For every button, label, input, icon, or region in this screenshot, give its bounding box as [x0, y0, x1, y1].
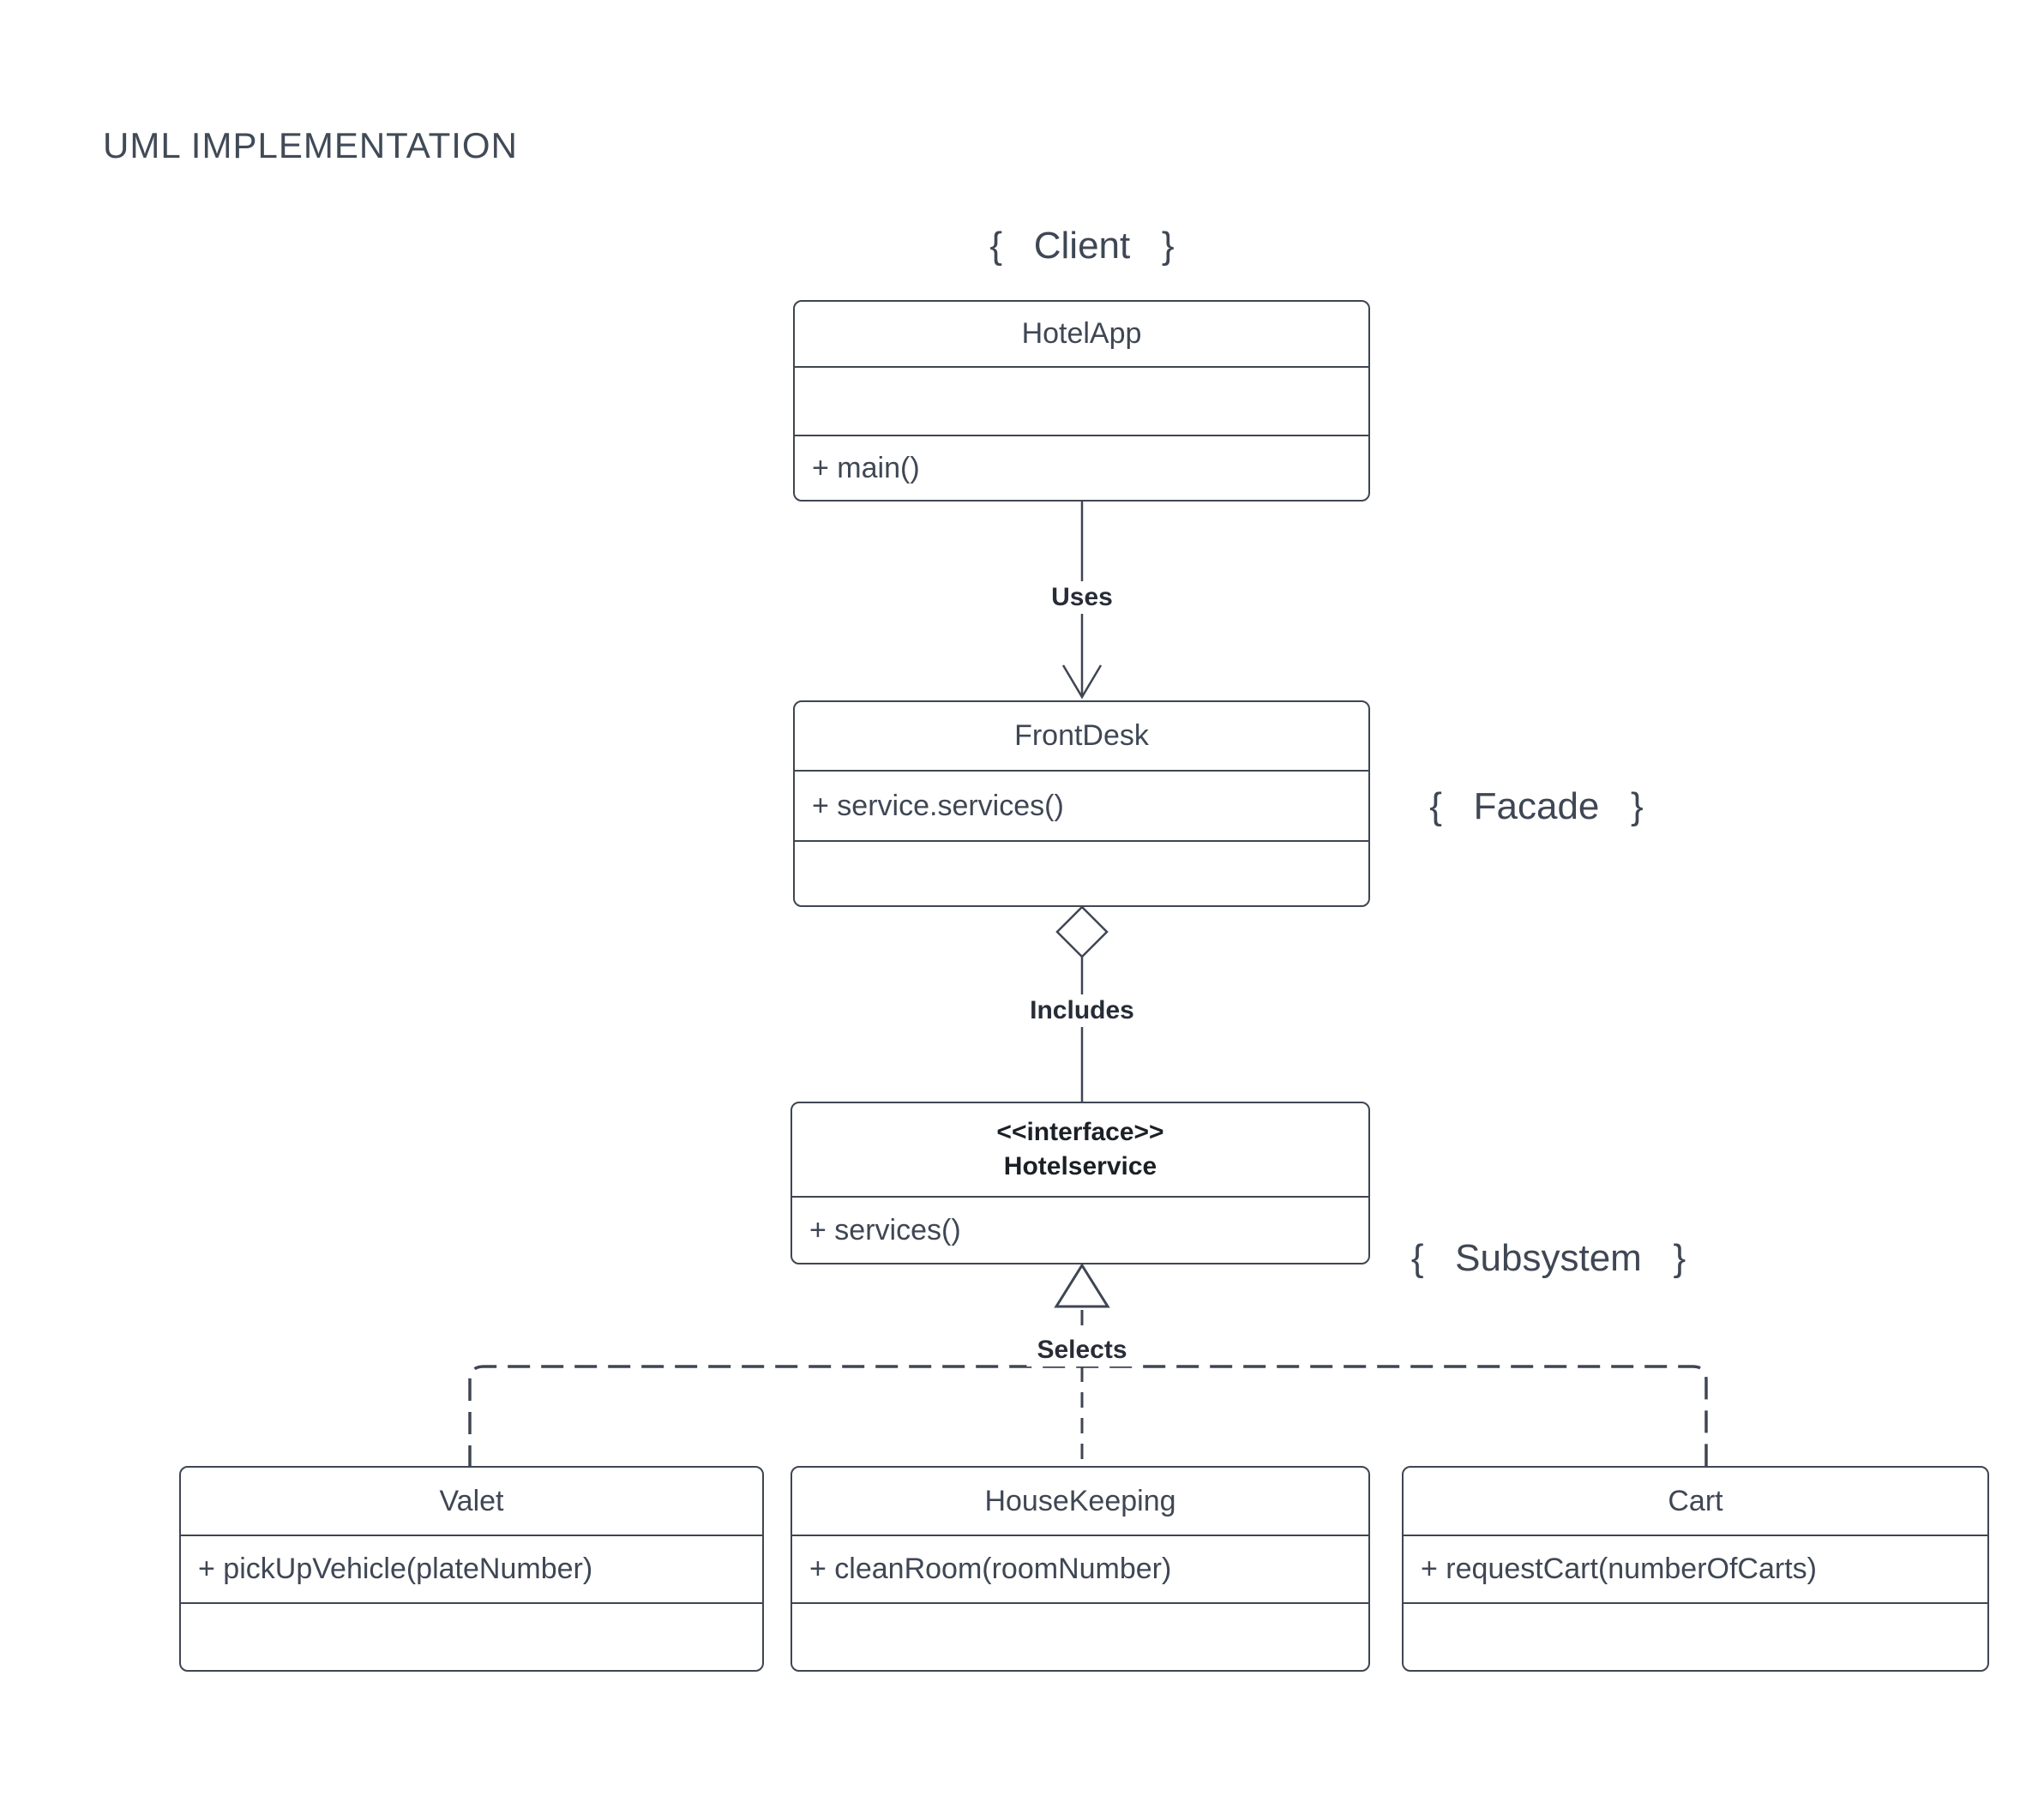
method-label: + requestCart(numberOfCarts) — [1404, 1536, 1987, 1604]
class-name: Valet — [181, 1468, 762, 1536]
client-annotation: { Client } — [989, 225, 1175, 267]
includes-label: Includes — [1019, 994, 1145, 1027]
open-arrowhead-icon — [1061, 664, 1103, 700]
class-box-frontdesk: FrontDesk + service.services() — [793, 700, 1370, 907]
class-box-hotelapp: HotelApp + main() — [793, 300, 1370, 502]
subsystem-annotation: { Subsystem } — [1410, 1237, 1686, 1279]
class-name: Cart — [1404, 1468, 1987, 1536]
class-box-cart: Cart + requestCart(numberOfCarts) — [1402, 1466, 1989, 1672]
method-label: + pickUpVehicle(plateNumber) — [181, 1536, 762, 1604]
class-name: FrontDesk — [795, 702, 1368, 772]
class-box-valet: Valet + pickUpVehicle(plateNumber) — [179, 1466, 764, 1672]
realization-triangle-icon — [1054, 1263, 1110, 1308]
interface-header: <<interface>> Hotelservice — [792, 1103, 1368, 1198]
empty-compartment — [181, 1604, 762, 1670]
empty-compartment — [795, 842, 1368, 905]
attributes-compartment — [795, 368, 1368, 436]
interface-box-hotelservice: <<interface>> Hotelservice + services() — [791, 1102, 1370, 1264]
class-name: Hotelservice — [1003, 1152, 1157, 1180]
selects-label: Selects — [1026, 1334, 1138, 1367]
facade-annotation: { Facade } — [1429, 785, 1644, 827]
class-name: HotelApp — [795, 302, 1368, 368]
empty-compartment — [792, 1604, 1368, 1670]
method-label: + service.services() — [795, 772, 1368, 842]
class-name: HouseKeeping — [792, 1468, 1368, 1536]
method-label: + cleanRoom(roomNumber) — [792, 1536, 1368, 1604]
class-box-housekeeping: HouseKeeping + cleanRoom(roomNumber) — [791, 1466, 1370, 1672]
selects-dashed-connector — [468, 1365, 1708, 1468]
empty-compartment — [1404, 1604, 1987, 1670]
method-label: + main() — [812, 451, 920, 484]
page-title: UML IMPLEMENTATION — [103, 125, 518, 165]
uses-label: Uses — [1041, 581, 1123, 614]
aggregation-diamond-icon — [1055, 905, 1109, 958]
interface-stereotype: <<interface>> — [996, 1118, 1164, 1146]
method-label: + services() — [809, 1213, 961, 1246]
